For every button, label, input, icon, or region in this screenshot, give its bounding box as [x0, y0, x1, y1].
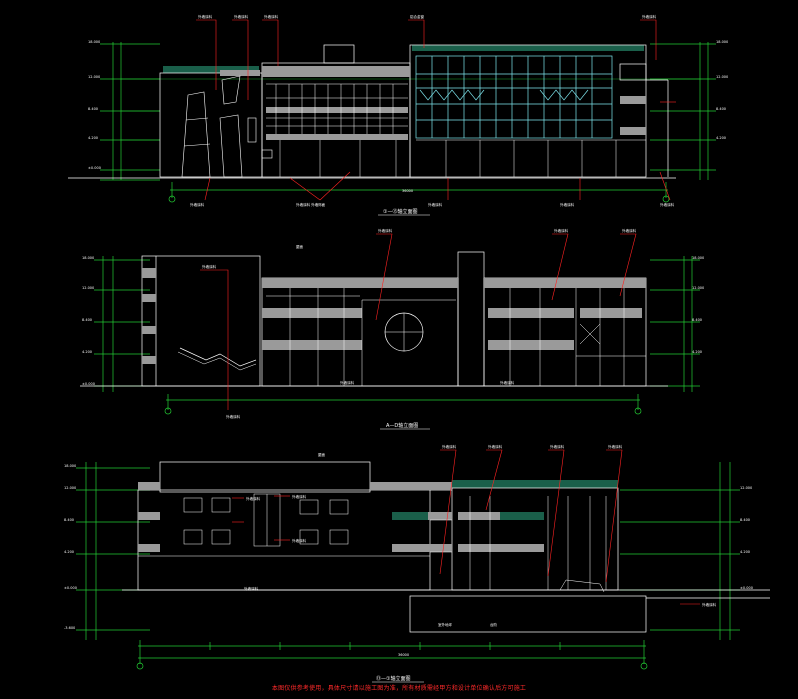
svg-text:4.200: 4.200 — [692, 350, 702, 354]
svg-text:12.000: 12.000 — [82, 286, 94, 290]
elevation-2-annotation-leaders — [200, 233, 637, 410]
svg-text:铝合金窗: 铝合金窗 — [410, 14, 424, 19]
svg-text:外墙涂料: 外墙涂料 — [292, 494, 306, 499]
svg-text:4.200: 4.200 — [82, 350, 92, 354]
svg-text:外墙涂料: 外墙涂料 — [340, 380, 354, 385]
svg-text:外墙涂料 外墙饰面: 外墙涂料 外墙饰面 — [296, 202, 326, 207]
svg-text:外墙涂料: 外墙涂料 — [428, 202, 442, 207]
svg-text:外墙涂料: 外墙涂料 — [442, 444, 456, 449]
svg-text:4.200: 4.200 — [88, 136, 98, 140]
svg-text:8.400: 8.400 — [88, 107, 98, 111]
svg-text:外墙涂料: 外墙涂料 — [244, 586, 258, 591]
svg-text:4.200: 4.200 — [716, 136, 726, 140]
elevation-1-leader-labels: 外墙涂料 外墙涂料 外墙涂料 铝合金窗 外墙涂料 外墙涂料 外墙饰面 外墙涂料 … — [88, 14, 728, 207]
svg-text:外墙涂料: 外墙涂料 — [642, 14, 656, 19]
svg-text:±0.000: ±0.000 — [64, 586, 77, 590]
svg-text:18.000: 18.000 — [82, 256, 94, 260]
axis-bubble — [164, 407, 172, 415]
elevation-2: 外墙涂料 外墙涂料 外墙涂料 外墙涂料 外墙涂料 屋面 外墙涂料 外墙涂料 18… — [80, 228, 704, 430]
svg-text:台阶: 台阶 — [490, 622, 498, 627]
axis-bubble — [168, 195, 176, 203]
svg-text:±0.000: ±0.000 — [740, 586, 753, 590]
svg-text:8.400: 8.400 — [740, 518, 750, 522]
svg-text:外墙涂料: 外墙涂料 — [660, 202, 674, 207]
stair-ramp — [179, 347, 257, 367]
axis-bubble — [136, 662, 144, 670]
curtain-wall — [415, 55, 613, 139]
svg-text:外墙涂料: 外墙涂料 — [560, 202, 574, 207]
svg-text:8.400: 8.400 — [82, 318, 92, 322]
svg-text:外墙涂料: 外墙涂料 — [234, 14, 248, 19]
svg-text:外墙涂料: 外墙涂料 — [488, 444, 502, 449]
svg-text:外墙涂料: 外墙涂料 — [246, 496, 260, 501]
svg-text:外墙涂料: 外墙涂料 — [198, 14, 212, 19]
svg-text:屋面: 屋面 — [296, 244, 304, 249]
svg-text:12.000: 12.000 — [88, 75, 100, 79]
elevation-1-bottom-dimension — [170, 182, 668, 198]
svg-text:12.000: 12.000 — [64, 486, 76, 490]
svg-text:外墙涂料: 外墙涂料 — [550, 444, 564, 449]
svg-text:36000: 36000 — [398, 653, 409, 657]
svg-text:12.000: 12.000 — [692, 286, 704, 290]
svg-text:18.000: 18.000 — [692, 256, 704, 260]
axis-bubble — [634, 407, 642, 415]
elevation-1-title: ①—⑬轴立面图 — [383, 208, 417, 215]
sculptural-tower — [181, 75, 273, 178]
svg-text:8.400: 8.400 — [692, 318, 702, 322]
svg-text:室外地坪: 室外地坪 — [438, 622, 452, 627]
svg-text:外墙涂料: 外墙涂料 — [622, 228, 636, 233]
elevation-3-bottom-dimension — [138, 640, 646, 664]
axis-bubble — [640, 662, 648, 670]
elevation-3-title: ⑬—①轴立面图 — [376, 675, 410, 682]
svg-text:4.200: 4.200 — [64, 550, 74, 554]
svg-text:外墙涂料: 外墙涂料 — [702, 602, 716, 607]
axis-bubble — [662, 195, 670, 203]
svg-text:外墙涂料: 外墙涂料 — [554, 228, 568, 233]
svg-text:18.000: 18.000 — [88, 40, 100, 44]
svg-text:4.200: 4.200 — [740, 550, 750, 554]
svg-text:外墙涂料: 外墙涂料 — [500, 380, 514, 385]
svg-text:外墙涂料: 外墙涂料 — [292, 538, 306, 543]
elevation-1-annotation-leaders — [196, 19, 676, 201]
elevation-2-bottom-dimension — [166, 394, 640, 410]
svg-text:8.400: 8.400 — [64, 518, 74, 522]
elevation-1-right-dimension — [650, 42, 716, 180]
svg-text:18.000: 18.000 — [64, 464, 76, 468]
sheet-note: 本图仅供参考使用，具体尺寸请以施工图为准，所有材质需经甲方和设计单位确认后方可施… — [271, 685, 527, 692]
elevation-2-right-dimension — [650, 256, 700, 392]
elevation-3-annotation-leaders — [232, 449, 700, 605]
elevation-3-right-dimension — [620, 462, 740, 640]
svg-text:外墙涂料: 外墙涂料 — [378, 228, 392, 233]
elevation-3-left-dimension — [76, 462, 150, 640]
svg-text:12.000: 12.000 — [740, 486, 752, 490]
svg-text:8.400: 8.400 — [716, 107, 726, 111]
elevation-1: 外墙涂料 外墙涂料 外墙涂料 铝合金窗 外墙涂料 外墙涂料 外墙饰面 外墙涂料 … — [68, 14, 728, 216]
svg-text:-3.600: -3.600 — [64, 626, 75, 630]
svg-text:外墙涂料: 外墙涂料 — [202, 264, 216, 269]
svg-text:外墙涂料: 外墙涂料 — [608, 444, 622, 449]
elevation-2-title: A—D轴立面图 — [386, 422, 418, 429]
elevation-2-left-dimension — [94, 256, 150, 392]
svg-text:±0.000: ±0.000 — [82, 382, 95, 386]
svg-text:12.000: 12.000 — [716, 75, 728, 79]
svg-text:18.000: 18.000 — [716, 40, 728, 44]
svg-text:外墙涂料: 外墙涂料 — [190, 202, 204, 207]
svg-text:±0.000: ±0.000 — [88, 166, 101, 170]
svg-text:36000: 36000 — [402, 189, 413, 193]
elevation-3: 外墙涂料 外墙涂料 外墙涂料 外墙涂料 外墙涂料 外墙涂料 外墙涂料 外墙涂料 … — [64, 444, 770, 683]
svg-text:外墙涂料: 外墙涂料 — [226, 414, 240, 419]
svg-text:屋面: 屋面 — [318, 452, 326, 457]
svg-text:外墙涂料: 外墙涂料 — [264, 14, 278, 19]
